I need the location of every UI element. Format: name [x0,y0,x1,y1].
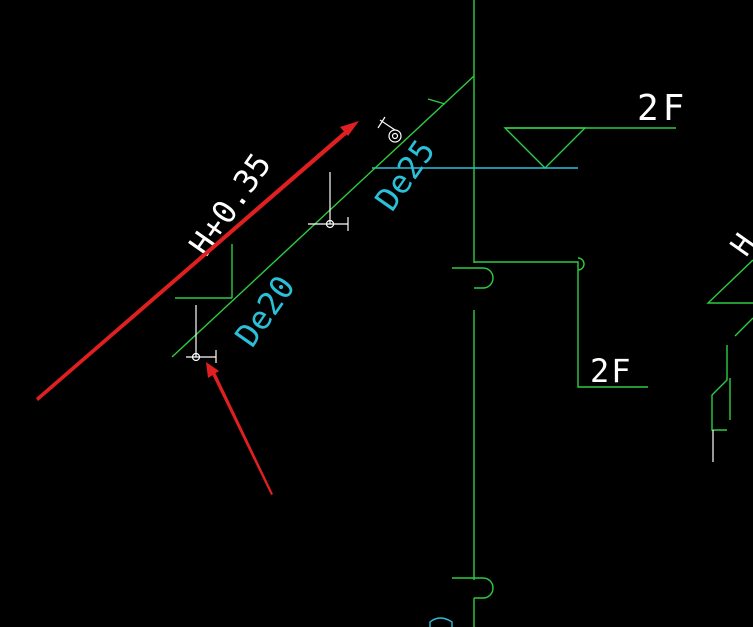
valve-icon-lower [191,352,201,362]
right-partial-diag [734,317,753,337]
bottom-cyan-shape [429,617,453,627]
right-edge-partial [706,259,753,431]
pipe-size-label-de25: De25 [367,133,442,218]
arrow-lower-head [206,362,219,378]
floor-2f-mark [503,127,676,169]
trap-symbol-lower [452,577,494,599]
arrow-upper-shaft [36,126,352,401]
circle-valve-icon-inner [391,132,399,140]
circle-valve-icon [388,129,402,143]
floor-label-2f-side: 2F [590,352,633,390]
diagonal-pipe [171,75,475,358]
fixture-upper-bar [377,116,386,129]
pipe-size-label-de20: De20 [227,269,302,354]
partial-label-right: H [724,228,753,263]
arrow-lower-shaft [211,370,273,495]
valve-icon-mid [325,219,335,229]
right-partial-triangle [706,259,753,304]
branch-right-pipe [474,261,648,388]
red-arrow-icon [36,121,359,401]
diagonal-pipe-tick [427,98,446,105]
red-arrow-icon-lower [206,362,273,495]
main-riser [452,0,494,627]
branch-right-hook [577,257,585,271]
arrow-upper-head [340,121,359,136]
floor-label-2f: 2F [637,88,688,129]
elevation-symbol [175,244,233,299]
fixture-markers [186,116,402,363]
floor-2f-triangle [503,127,587,169]
bottom-cyan-partial [429,617,453,627]
trap-symbol-upper [452,267,494,289]
right-partial-stub [711,345,728,431]
diagonal-branch [171,75,475,358]
branch-right [474,257,648,388]
